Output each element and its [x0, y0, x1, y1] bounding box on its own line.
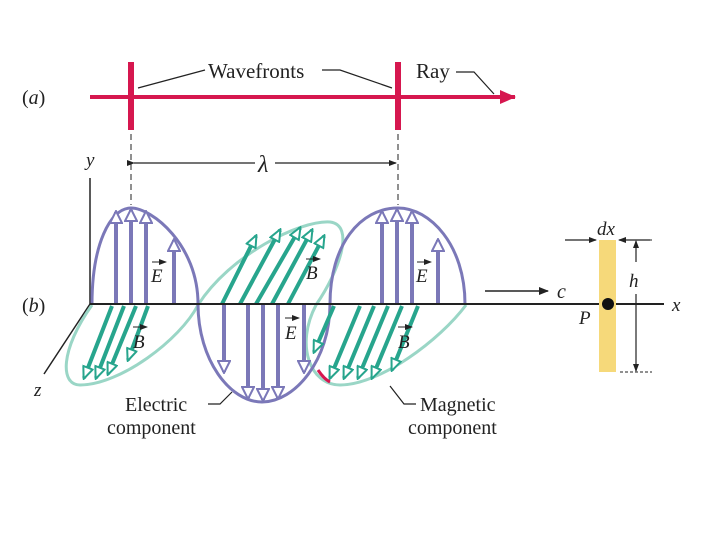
point-p-dot — [602, 298, 614, 310]
b-vector — [82, 305, 114, 378]
b-vector — [370, 305, 404, 378]
electric-leader — [208, 391, 233, 405]
b-vector — [220, 236, 258, 305]
b-vector — [286, 236, 326, 305]
wavefront-leader-left — [137, 69, 206, 89]
vector-labels: E B E B E B — [133, 256, 432, 353]
b-vector — [312, 305, 336, 352]
wavelength-marker: λ — [127, 152, 397, 178]
magnetic-leader — [389, 385, 416, 405]
part-b-tag: (b) — [22, 295, 45, 317]
svg-text:Electric: Electric — [125, 394, 187, 416]
svg-text:component: component — [408, 417, 497, 439]
wavefront-line — [128, 62, 134, 130]
magnetic-lobe — [64, 304, 200, 387]
wavefront-leader-right — [322, 69, 393, 89]
x-axis-label: x — [671, 295, 681, 316]
b-label: B — [133, 324, 148, 353]
svg-text:B: B — [398, 332, 410, 353]
b-vector — [106, 305, 138, 374]
b-vector — [328, 305, 362, 378]
b-vector — [128, 305, 150, 360]
svg-text:E: E — [415, 266, 428, 287]
wavefronts-label: Wavefronts — [208, 59, 304, 83]
b-vector — [254, 228, 300, 306]
y-axis-label: y — [84, 150, 95, 171]
slab-element: P dx h — [565, 219, 652, 373]
wavefront-line — [395, 62, 401, 130]
point-p-label: P — [578, 308, 591, 329]
z-axis — [43, 303, 91, 375]
magnetic-component-label: Magnetic component — [389, 385, 497, 439]
svg-text:component: component — [107, 417, 196, 439]
part-a-tag: (a) — [22, 87, 45, 109]
magnetic-field-lobes — [64, 220, 468, 387]
b-label: B — [306, 256, 321, 284]
dx-label: dx — [597, 219, 616, 240]
part-b: (b) y z — [22, 150, 681, 439]
part-a: (a) Wavefronts Ray — [22, 59, 516, 130]
svg-text:B: B — [133, 332, 145, 353]
e-label: E — [150, 259, 167, 287]
b-vector — [342, 305, 376, 378]
e-label: E — [284, 315, 300, 344]
b-vector — [356, 305, 390, 378]
electric-vectors — [116, 210, 438, 400]
magnetic-lobe — [304, 304, 468, 387]
b-vector — [390, 305, 420, 370]
magnetic-vectors — [82, 228, 420, 378]
ray-label: Ray — [416, 59, 450, 83]
h-label: h — [629, 271, 639, 292]
wavelength-symbol: λ — [257, 152, 268, 178]
b-vector — [238, 230, 282, 305]
svg-text:Magnetic: Magnetic — [420, 394, 496, 416]
b-vector — [270, 230, 314, 305]
svg-text:E: E — [150, 266, 163, 287]
b-vector — [94, 305, 126, 378]
ray-leader — [456, 71, 495, 95]
magnetic-lobe — [196, 220, 345, 306]
svg-text:E: E — [284, 323, 297, 344]
electric-component-label: Electric component — [107, 391, 233, 439]
red-accent-mark — [316, 369, 331, 384]
e-label: E — [415, 259, 432, 287]
b-label: B — [398, 324, 413, 353]
svg-text:B: B — [306, 263, 318, 284]
z-axis-label: z — [33, 380, 42, 401]
speed-label: c — [557, 281, 566, 303]
